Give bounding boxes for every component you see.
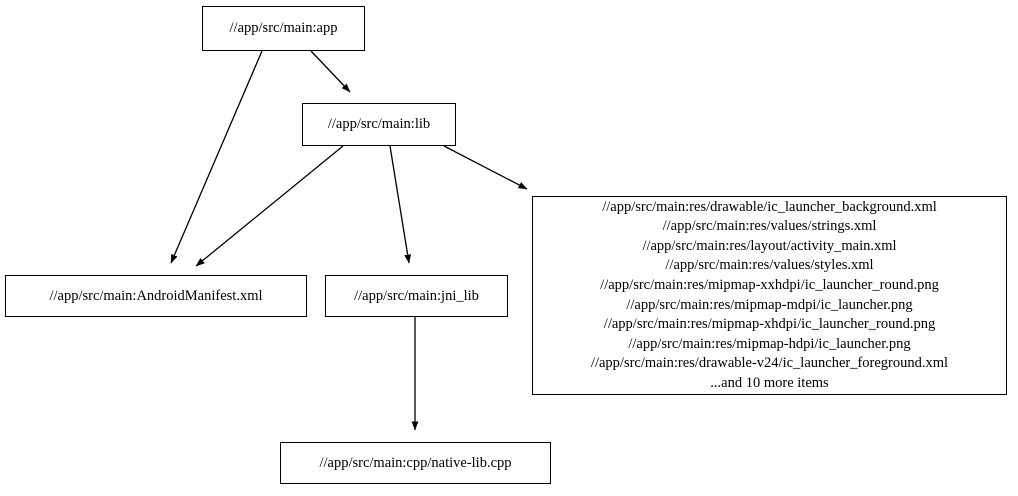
graph-node-lib[interactable]: //app/src/main:lib — [302, 103, 456, 146]
graph-node-android-manifest[interactable]: //app/src/main:AndroidManifest.xml — [5, 275, 307, 317]
graph-node-app-label: //app/src/main:app — [229, 20, 338, 37]
graph-node-app[interactable]: //app/src/main:app — [202, 6, 365, 51]
graph-node-resources-label: //app/src/main:res/drawable/ic_launcher_… — [590, 198, 949, 391]
graph-node-native-lib-cpp[interactable]: //app/src/main:cpp/native-lib.cpp — [280, 442, 551, 484]
graph-node-jni-lib[interactable]: //app/src/main:jni_lib — [325, 275, 508, 317]
edge-lib-to-resources — [443, 145, 528, 190]
graph-node-jni-lib-label: //app/src/main:jni_lib — [354, 287, 479, 304]
graph-node-lib-label: //app/src/main:lib — [327, 116, 431, 133]
graph-node-resources[interactable]: //app/src/main:res/drawable/ic_launcher_… — [532, 196, 1007, 395]
edge-lib-to-android-manifest — [195, 145, 344, 267]
edge-app-to-android-manifest — [170, 50, 263, 264]
graph-node-native-lib-cpp-label: //app/src/main:cpp/native-lib.cpp — [319, 454, 512, 471]
edge-app-to-lib — [310, 50, 351, 93]
edge-lib-to-jni-lib — [389, 145, 411, 264]
graph-node-android-manifest-label: //app/src/main:AndroidManifest.xml — [49, 287, 263, 304]
